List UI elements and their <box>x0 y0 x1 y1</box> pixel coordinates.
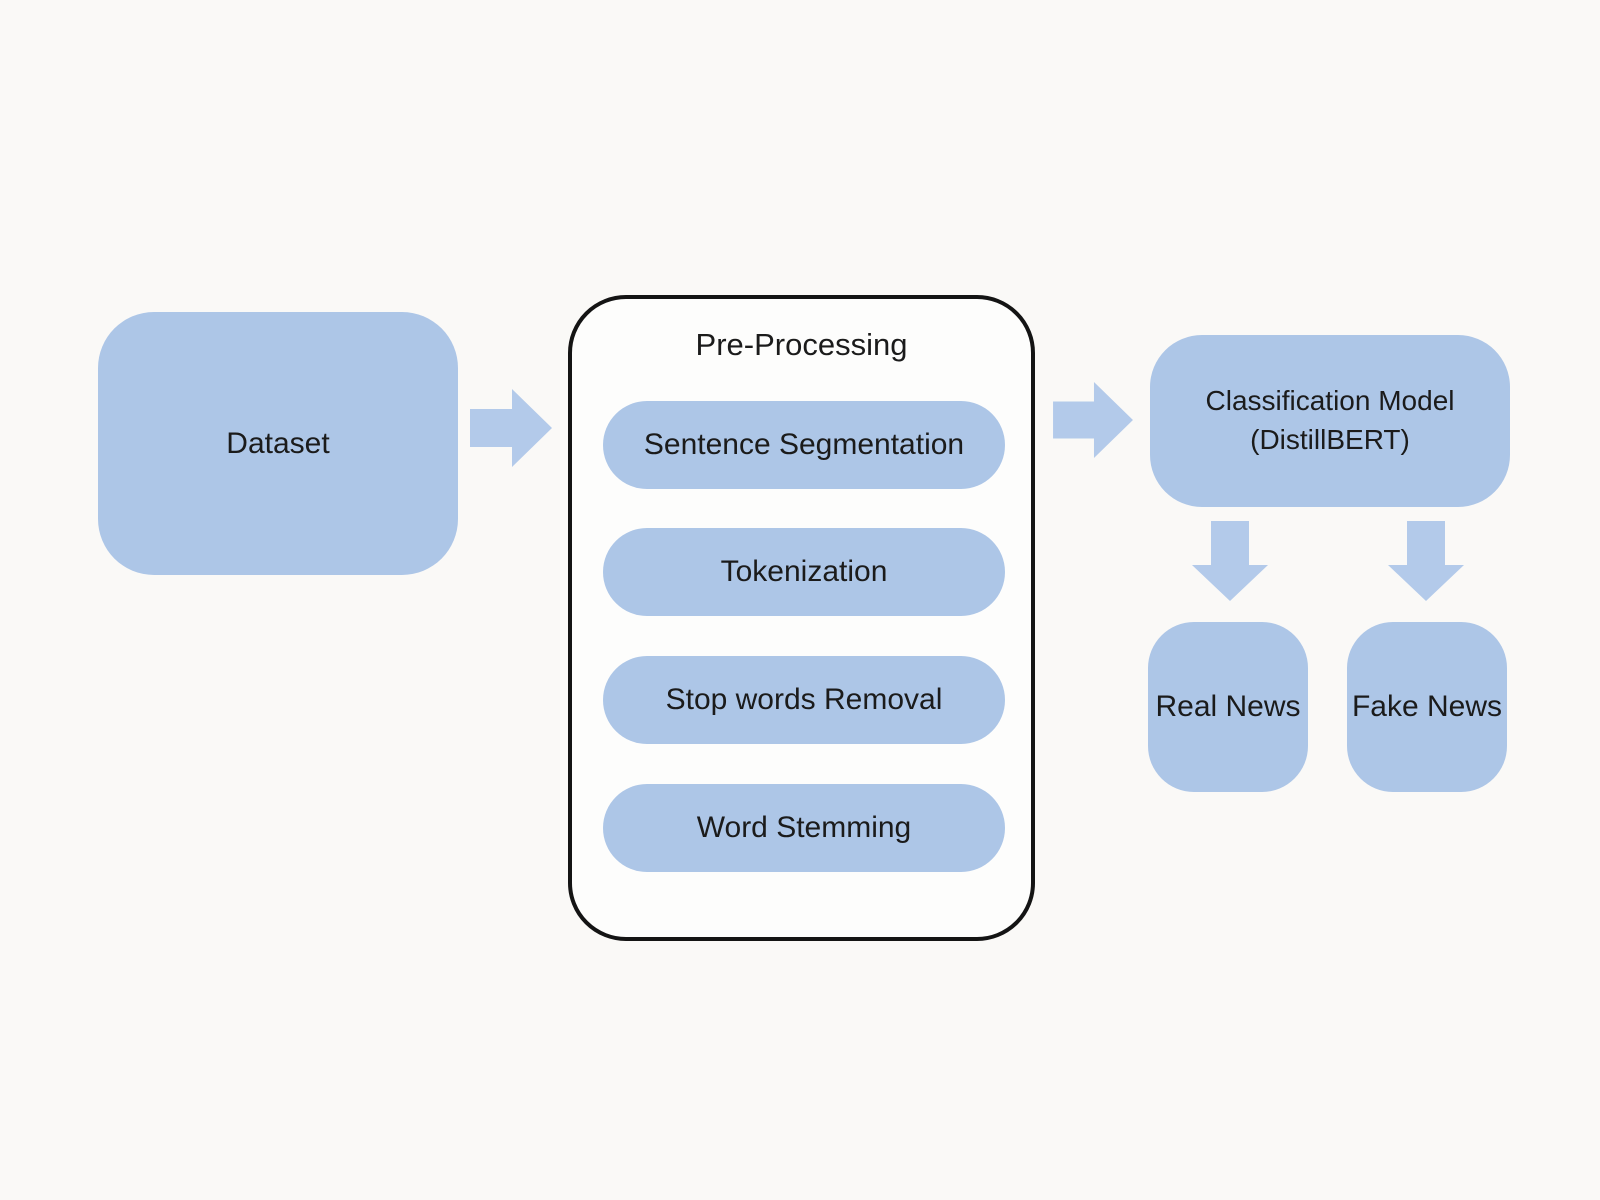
block-arrow-down-icon <box>1192 521 1268 601</box>
fake-news-label: Fake News <box>1351 690 1503 724</box>
classification-model-node: Classification Model (DistillBERT) <box>1150 335 1510 507</box>
step-label: Stop words Removal <box>665 683 943 716</box>
preprocessing-step-word-stemming: Word Stemming <box>603 784 1005 872</box>
preprocessing-step-sentence-segmentation: Sentence Segmentation <box>603 401 1005 489</box>
preprocessing-step-stop-words-removal: Stop words Removal <box>603 656 1005 744</box>
block-arrow-down-icon <box>1388 521 1464 601</box>
fake-news-node: Fake News <box>1347 622 1507 792</box>
dataset-node: Dataset <box>98 312 458 575</box>
dataset-label: Dataset <box>226 426 330 460</box>
step-label: Tokenization <box>720 555 888 588</box>
step-label: Sentence Segmentation <box>643 428 965 461</box>
classifier-label-line2: (DistillBERT) <box>1250 424 1410 455</box>
block-arrow-right-icon <box>1053 382 1133 458</box>
real-news-node: Real News <box>1148 622 1308 792</box>
step-label: Word Stemming <box>696 811 912 844</box>
classifier-label-line1: Classification Model <box>1205 385 1455 417</box>
block-arrow-right-icon <box>470 389 552 467</box>
real-news-label: Real News <box>1155 690 1301 724</box>
preprocessing-title: Pre-Processing <box>695 327 908 362</box>
preprocessing-step-tokenization: Tokenization <box>603 528 1005 616</box>
preprocessing-container: Pre-Processing Sentence Segmentation Tok… <box>568 295 1035 941</box>
